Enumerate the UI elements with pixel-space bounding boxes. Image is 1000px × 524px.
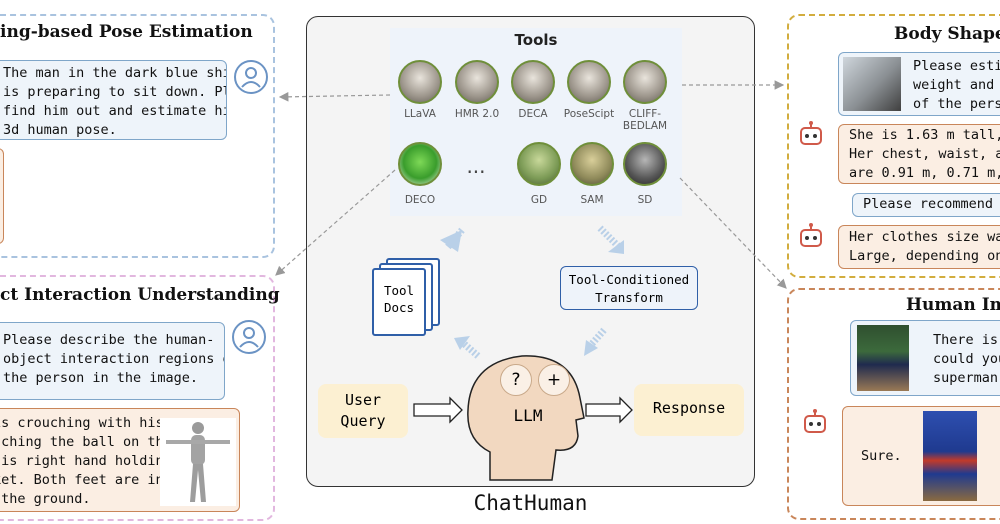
left-top-panel (0, 14, 275, 258)
arrow-to-llm-left (459, 339, 481, 359)
posescript-icon (567, 60, 611, 104)
question-circle: ? (500, 364, 532, 396)
tool-docs-label: Tool Docs (383, 283, 415, 315)
gd-icon (517, 142, 561, 186)
arrow-to-left-bottom (275, 169, 396, 276)
chathuman-title: ChatHuman (473, 491, 588, 515)
hmr-icon (455, 60, 499, 104)
user-avatar-icon (232, 320, 266, 354)
deco-icon (398, 142, 442, 186)
baseball-player-photo (857, 325, 909, 391)
arrow-tools-to-transform (597, 225, 621, 249)
arrow-to-left-top (278, 92, 391, 102)
user-query-box: User Query (318, 384, 408, 438)
right-top-panel (787, 14, 1000, 278)
llm-label: LLM (513, 406, 543, 425)
robot-icon (804, 409, 826, 433)
left-top-user-message: The man in the dark blue shirt is prepar… (0, 60, 227, 140)
sam-icon (570, 142, 614, 186)
woman-photo (843, 57, 901, 111)
response-box: Response (634, 384, 744, 436)
right-top-bot-message-2: Her clothes size wa Large, depending on … (838, 225, 1000, 269)
right-top-title: Body Shape E (894, 24, 1000, 44)
tool-cliff-bedlam: CLIFF- BEDLAM (613, 60, 677, 132)
arrow-transform-to-llm (587, 327, 607, 349)
tool-deca: DECA (501, 60, 565, 120)
tools-title: Tools (514, 31, 558, 49)
doc-sheet (372, 268, 426, 336)
left-bottom-panel (0, 275, 275, 521)
body-mesh-image (160, 418, 236, 506)
left-bottom-title: ct Interaction Understanding (0, 285, 280, 305)
tool-gd: GD (507, 142, 571, 206)
cliff-bedlam-icon (623, 60, 667, 104)
robot-icon (800, 121, 822, 145)
tool-hmr: HMR 2.0 (445, 60, 509, 120)
tool-deco: DECO (388, 142, 452, 206)
tool-llava: LLaVA (388, 60, 452, 120)
left-bottom-user-message: Please describe the human- object intera… (0, 322, 225, 400)
right-bottom-bot-message: Sure. (842, 406, 1000, 506)
user-avatar-icon (234, 60, 268, 94)
more-tools-ellipsis: ··· (466, 160, 486, 184)
arrow-llm-to-response (585, 396, 633, 424)
tool-sd: SD (613, 142, 677, 206)
right-top-bot-message-1: She is 1.63 m tall, a Her chest, waist, … (838, 124, 1000, 184)
arrow-to-right-bottom (679, 177, 787, 289)
left-top-title: ing-based Pose Estimation (0, 22, 253, 42)
right-bottom-title: Human Ima (906, 295, 1000, 315)
robot-icon (800, 223, 822, 247)
right-top-user-message: Please esti weight and b of the perso (838, 52, 1000, 116)
right-top-user-message-2: Please recommend a (852, 193, 1000, 217)
llava-icon (398, 60, 442, 104)
tool-docs-stack: Tool Docs (372, 258, 442, 336)
tool-sam: SAM (560, 142, 624, 206)
tool-conditioned-transform-box: Tool-Conditioned Transform (560, 266, 698, 310)
plus-circle: + (538, 364, 570, 396)
sd-icon (623, 142, 667, 186)
tool-posescript: PoseScipt (557, 60, 621, 120)
right-bottom-panel (787, 288, 1000, 520)
right-bottom-user-message: There is could you superman (850, 320, 1000, 396)
superman-player-image (923, 411, 977, 501)
arrow-query-to-llm (413, 396, 463, 424)
deca-icon (511, 60, 555, 104)
